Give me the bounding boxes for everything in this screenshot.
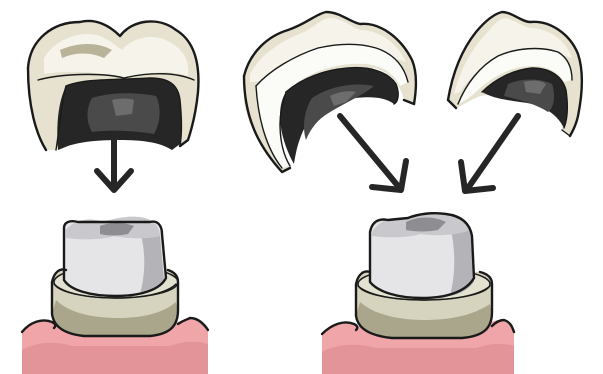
solid-crown-icon bbox=[28, 21, 198, 150]
arrow-down-icon bbox=[97, 137, 131, 190]
prepared-tooth-icon bbox=[22, 217, 208, 374]
prepared-tooth-icon bbox=[322, 212, 514, 374]
arrow-down-right-icon bbox=[340, 116, 406, 190]
arrow-down-left-icon bbox=[461, 116, 518, 191]
layered-crown-icon bbox=[244, 12, 416, 172]
